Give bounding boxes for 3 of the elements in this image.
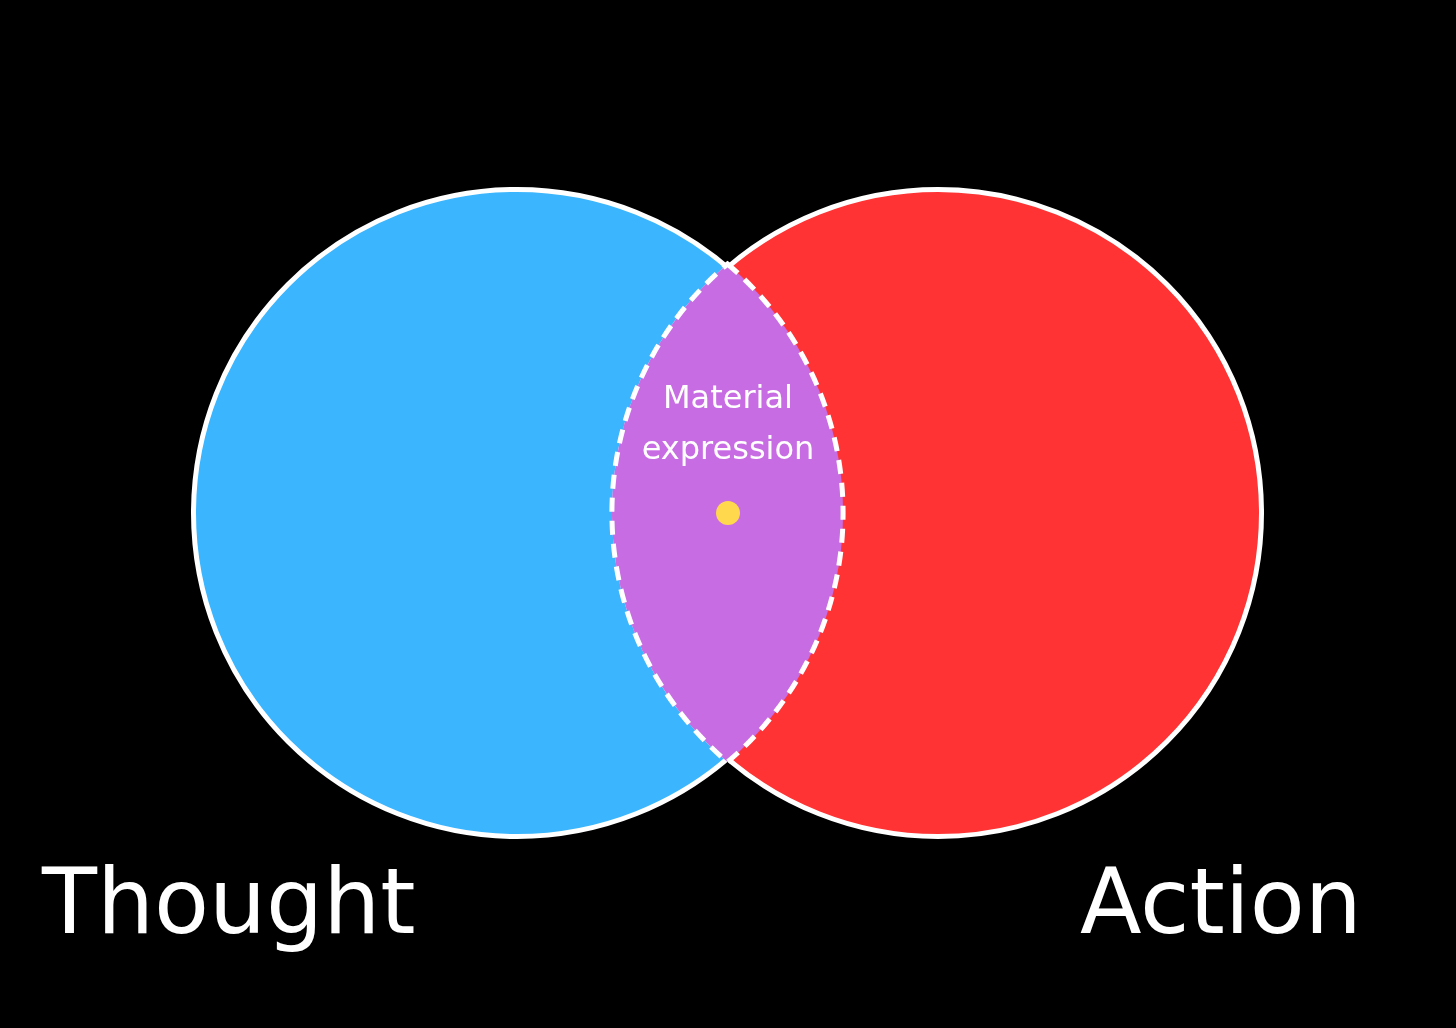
overlap-label: Material expression: [640, 377, 816, 470]
circle-label: Thought: [42, 848, 417, 956]
circle-label: Action: [1080, 848, 1363, 956]
